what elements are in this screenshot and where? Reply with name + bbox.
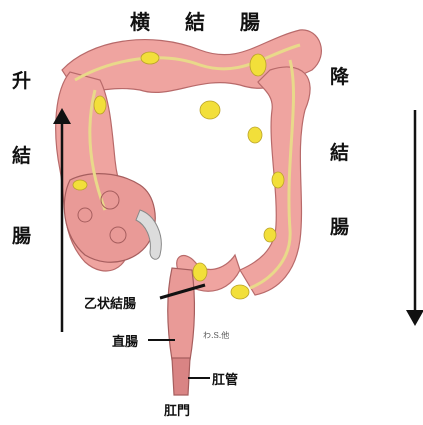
transverse-colon-label: 横 結 腸 — [130, 6, 274, 35]
descending-colon-label-char-3: 腸 — [330, 212, 349, 239]
fat-tissue — [94, 96, 106, 114]
fat-tissue — [264, 228, 276, 242]
ascending-colon-label-char-1: 升 — [12, 66, 31, 93]
fat-tissue — [193, 263, 207, 281]
rectum — [168, 268, 195, 360]
fat-tissue — [248, 127, 262, 143]
sigmoid-colon-label: 乙状結腸 — [84, 293, 136, 312]
fat-tissue — [231, 285, 249, 299]
descending-colon-label-char-2: 結 — [330, 138, 349, 165]
fat-tissue — [73, 180, 87, 190]
rectum-label: 直腸 — [112, 331, 138, 350]
ascending-colon-label-char-3: 腸 — [12, 221, 31, 248]
anal-canal-label: 肛管 — [212, 369, 238, 388]
ascending-colon-label-char-2: 結 — [12, 141, 31, 168]
descending-arrow-head — [406, 310, 423, 326]
anus-label: 肛門 — [164, 400, 190, 419]
fat-tissue — [200, 101, 220, 119]
anal-canal — [172, 358, 190, 395]
artist-signature: わ.S.他 — [203, 330, 229, 341]
fat-tissue — [250, 54, 266, 76]
descending-colon-label-char-1: 降 — [330, 62, 349, 89]
fat-tissue — [272, 172, 284, 188]
fat-tissue — [141, 52, 159, 64]
